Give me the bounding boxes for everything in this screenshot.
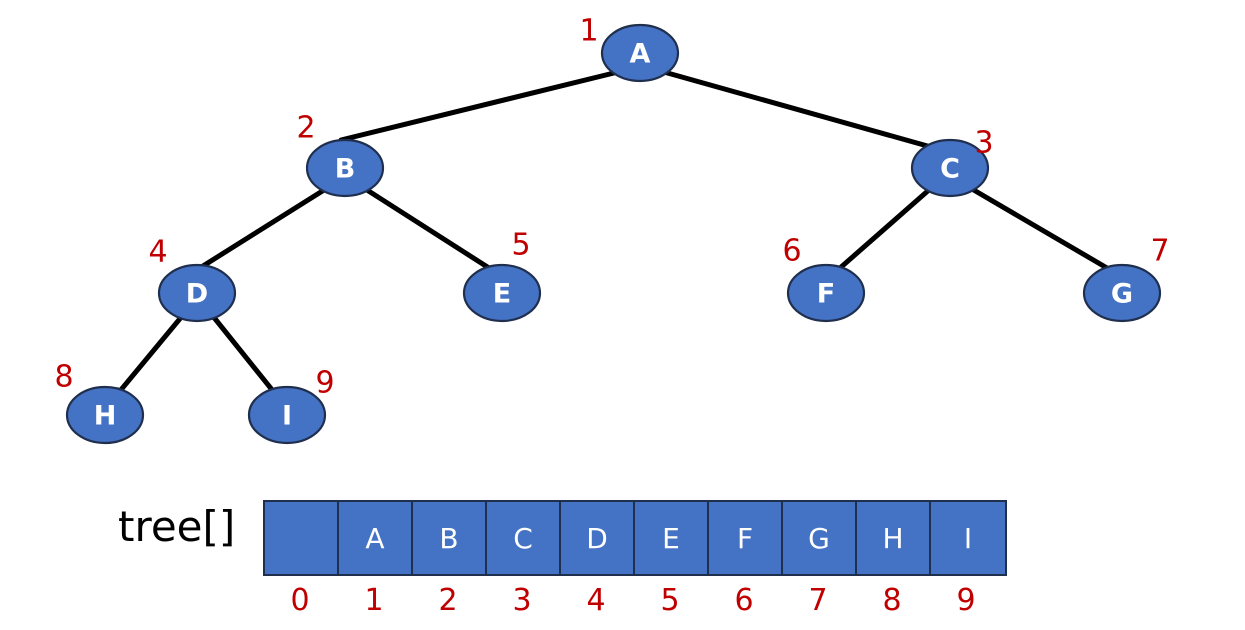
tree-edge-c-g [969, 186, 1110, 271]
node-label-h: H [94, 401, 117, 432]
node-shape-i [247, 385, 327, 445]
array-index-7: 7 [808, 583, 828, 618]
tree-node-f[interactable]: F6 [782, 234, 866, 323]
tree-edge-c-f [837, 186, 933, 271]
tree-node-h[interactable]: H8 [54, 360, 145, 445]
array-cell-6[interactable]: F [709, 502, 783, 574]
array-cell-3[interactable]: C [487, 502, 561, 574]
node-shape-g [1082, 263, 1162, 323]
node-shape-f [786, 263, 866, 323]
array-index-8: 8 [882, 583, 902, 618]
node-index-d: 4 [148, 235, 167, 270]
array-index-4: 4 [586, 583, 606, 618]
node-index-c: 3 [974, 126, 993, 161]
tree-node-e[interactable]: E5 [462, 228, 542, 323]
node-index-h: 8 [54, 360, 73, 395]
array-index-row: 0 1 2 3 4 5 6 7 8 9 [263, 584, 1003, 617]
array-index-3: 3 [512, 583, 532, 618]
node-index-f: 6 [782, 234, 801, 269]
tree-node-d[interactable]: D4 [148, 235, 237, 323]
node-shape-b [305, 138, 385, 198]
tree-edge-d-h [117, 312, 186, 394]
array-cell-4[interactable]: D [561, 502, 635, 574]
array-cell-9[interactable]: I [931, 502, 1005, 574]
tree-node-b[interactable]: B2 [296, 111, 385, 198]
node-index-e: 5 [511, 228, 530, 263]
array-index-6: 6 [734, 583, 754, 618]
node-label-d: D [186, 279, 208, 310]
node-label-e: E [493, 279, 511, 310]
node-shape-c [910, 138, 990, 198]
array-index-5: 5 [660, 583, 680, 618]
node-shape-h [65, 385, 145, 445]
tree-node-i[interactable]: I9 [247, 366, 335, 445]
array-cell-8[interactable]: H [857, 502, 931, 574]
node-label-c: C [940, 154, 960, 185]
tree-edge-b-d [200, 187, 327, 269]
tree-edge-a-c [661, 69, 934, 150]
tree-edge-d-i [209, 312, 276, 394]
node-label-f: F [817, 279, 835, 310]
node-shape-e [462, 263, 542, 323]
array-name-label: tree[] [118, 502, 236, 551]
array-cell-1[interactable]: A [339, 502, 413, 574]
node-shape-d [157, 263, 237, 323]
tree-edges-group [117, 69, 1110, 394]
array-cell-2[interactable]: B [413, 502, 487, 574]
tree-edge-a-b [338, 69, 621, 143]
array-cell-0[interactable] [265, 502, 339, 574]
tree-node-c[interactable]: C3 [910, 126, 994, 198]
array-cell-5[interactable]: E [635, 502, 709, 574]
array-index-1: 1 [364, 583, 384, 618]
node-index-b: 2 [296, 111, 315, 146]
node-index-a: 1 [579, 14, 598, 49]
array-index-9: 9 [956, 583, 976, 618]
tree-edge-b-e [364, 187, 492, 271]
node-label-g: G [1111, 279, 1133, 310]
tree-node-g[interactable]: G7 [1082, 234, 1170, 323]
node-label-b: B [335, 154, 356, 185]
node-index-g: 7 [1150, 234, 1169, 269]
node-label-i: I [282, 401, 292, 432]
array-cell-7[interactable]: G [783, 502, 857, 574]
array-index-2: 2 [438, 583, 458, 618]
array-index-0: 0 [290, 583, 310, 618]
node-shape-a [600, 23, 680, 83]
node-index-i: 9 [315, 366, 334, 401]
node-label-a: A [630, 39, 651, 70]
tree-node-a[interactable]: A1 [579, 14, 680, 83]
